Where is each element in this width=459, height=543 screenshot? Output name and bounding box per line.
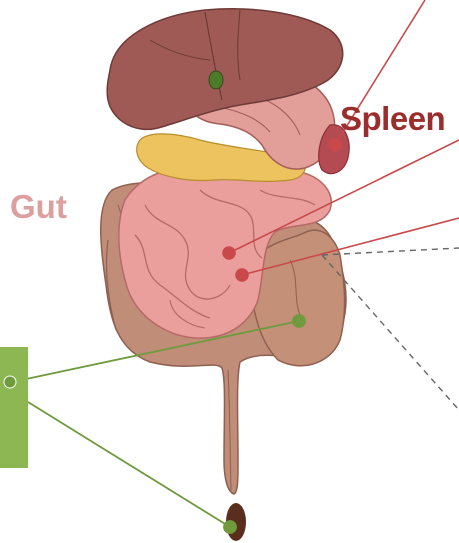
green-label-box <box>0 347 28 468</box>
spleen-label: Spleen <box>340 100 445 138</box>
gut-label: Gut <box>10 188 67 226</box>
